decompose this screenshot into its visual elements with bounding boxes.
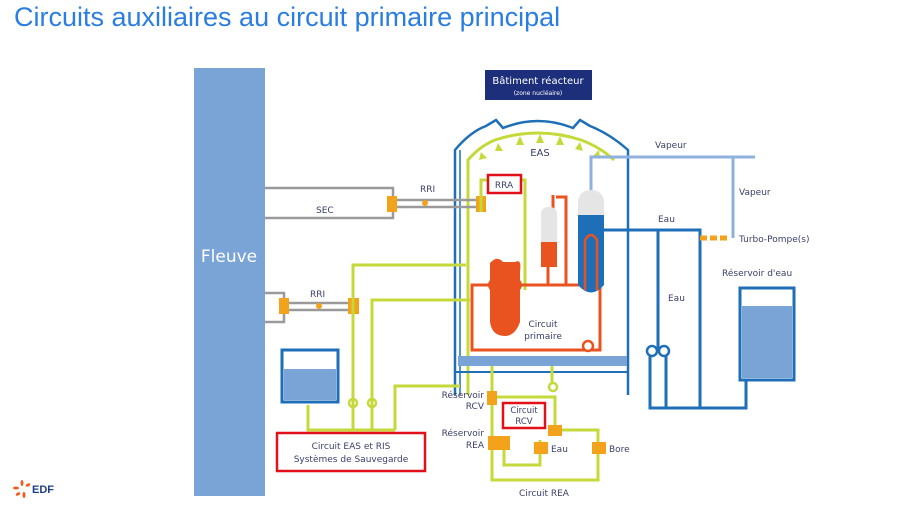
rra-label: RRA [495, 181, 514, 191]
edf-logo: EDF [12, 478, 72, 500]
rri-top-label: RRI [420, 185, 435, 195]
river-label: Fleuve [201, 247, 257, 267]
primary-pump [581, 339, 595, 353]
eas-ris-label-1: Circuit EAS et RIS [312, 442, 391, 452]
sump [458, 356, 627, 366]
bore-label: Bore [609, 445, 630, 455]
rri-bottom-pump [316, 303, 322, 309]
eau-valve [534, 442, 548, 454]
feed-pump-1 [645, 344, 659, 358]
primary-label-1: Circuit [529, 320, 558, 330]
primary-label-2: primaire [524, 332, 562, 342]
rcv-circuit-label-2: RCV [515, 417, 532, 427]
rcv-highlight-box [501, 401, 547, 430]
sec-label: SEC [316, 206, 334, 216]
edf-logo-text: EDF [32, 484, 54, 496]
feedwater-lines [604, 228, 748, 410]
rcv-tank-label-1: Réservoir [442, 390, 485, 401]
rea-tank-label-2: REA [466, 441, 485, 451]
building-sublabel: (zone nucléaire) [514, 90, 563, 97]
containment-outer [453, 118, 630, 395]
rea-tank-label-1: Réservoir [442, 428, 485, 439]
eau-rea-label: Eau [551, 445, 568, 455]
building-label: Bâtiment réacteur [492, 75, 584, 87]
rcv-circuit-label-1: Circuit [510, 406, 538, 416]
heat-exchanger-rri-left [279, 298, 289, 314]
sec-pipes [265, 186, 480, 220]
feed-pump-2 [657, 344, 671, 358]
building-header [485, 70, 592, 100]
bore-valve [592, 442, 606, 454]
river-block [194, 68, 265, 496]
rea-tank [488, 436, 510, 450]
eau-side-label: Eau [668, 294, 685, 304]
rcv-tank-label-2: RCV [466, 402, 485, 412]
vapeur-side-label: Vapeur [739, 188, 771, 198]
eas-label: EAS [530, 148, 550, 159]
eau-top-label: Eau [658, 215, 675, 225]
eas-ris-highlight-box [275, 431, 427, 473]
rri-bottom-pipes [265, 291, 353, 324]
spray-nozzles [479, 134, 600, 160]
primary-loop [470, 283, 602, 352]
rea-circuit-label: Circuit REA [519, 489, 570, 499]
eas-spray-line [466, 131, 616, 395]
safety-lines [306, 178, 527, 432]
edf-sun-icon: EDF [13, 480, 54, 498]
rcv-tank [487, 391, 497, 405]
page-title: Circuits auxiliaires au circuit primaire… [14, 2, 561, 32]
turbo-label: Turbo-Pompe(s) [738, 235, 810, 245]
steam-lines [589, 155, 755, 238]
rri-top-pump [422, 200, 428, 206]
vapeur-top-label: Vapeur [655, 141, 687, 151]
reactor-vessel [488, 258, 522, 336]
water-tank-label: Réservoir d'eau [722, 268, 792, 279]
rri-bottom-label: RRI [310, 290, 325, 300]
heat-exchanger-sec [387, 196, 397, 212]
rra-highlight-box [486, 173, 523, 195]
rcv-valve [548, 425, 562, 436]
eas-ris-label-2: Systèmes de Sauvegarde [294, 454, 409, 465]
